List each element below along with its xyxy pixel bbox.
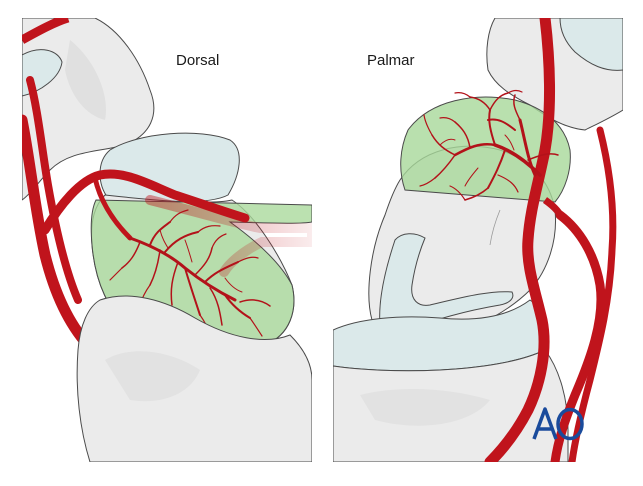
ao-logo-graphic: [532, 407, 584, 441]
palmar-capillary-network: [419, 90, 559, 201]
dorsal-upper-bone-shading: [65, 40, 106, 120]
dorsal-lower-bone-shading: [105, 351, 200, 402]
palmar-artery-right: [550, 210, 606, 462]
dorsal-top-artery: [22, 18, 70, 44]
dorsal-artery-loop: [40, 169, 250, 235]
palmar-radial-artery-main: [484, 18, 555, 462]
dorsal-label: Dorsal: [176, 52, 220, 69]
dorsal-artery-descending: [92, 175, 133, 241]
dorsal-artery-branch: [26, 76, 82, 304]
palmar-fracture-line: [489, 209, 501, 246]
palmar-artery-connector: [542, 197, 566, 220]
palmar-perfusion-zone: [400, 96, 571, 203]
ao-logo-icon: [530, 403, 586, 443]
palmar-label: Palmar: [367, 52, 415, 69]
dorsal-radial-artery: [22, 114, 94, 351]
dorsal-faded-artery: [145, 195, 312, 277]
dorsal-panel: [22, 18, 312, 462]
dorsal-capillary-network: [109, 209, 271, 337]
dorsal-cartilage-cap: [99, 132, 240, 203]
palmar-upper-cartilage: [559, 18, 623, 71]
palmar-panel: [333, 18, 623, 462]
palmar-lower-bone-shading: [360, 388, 490, 426]
